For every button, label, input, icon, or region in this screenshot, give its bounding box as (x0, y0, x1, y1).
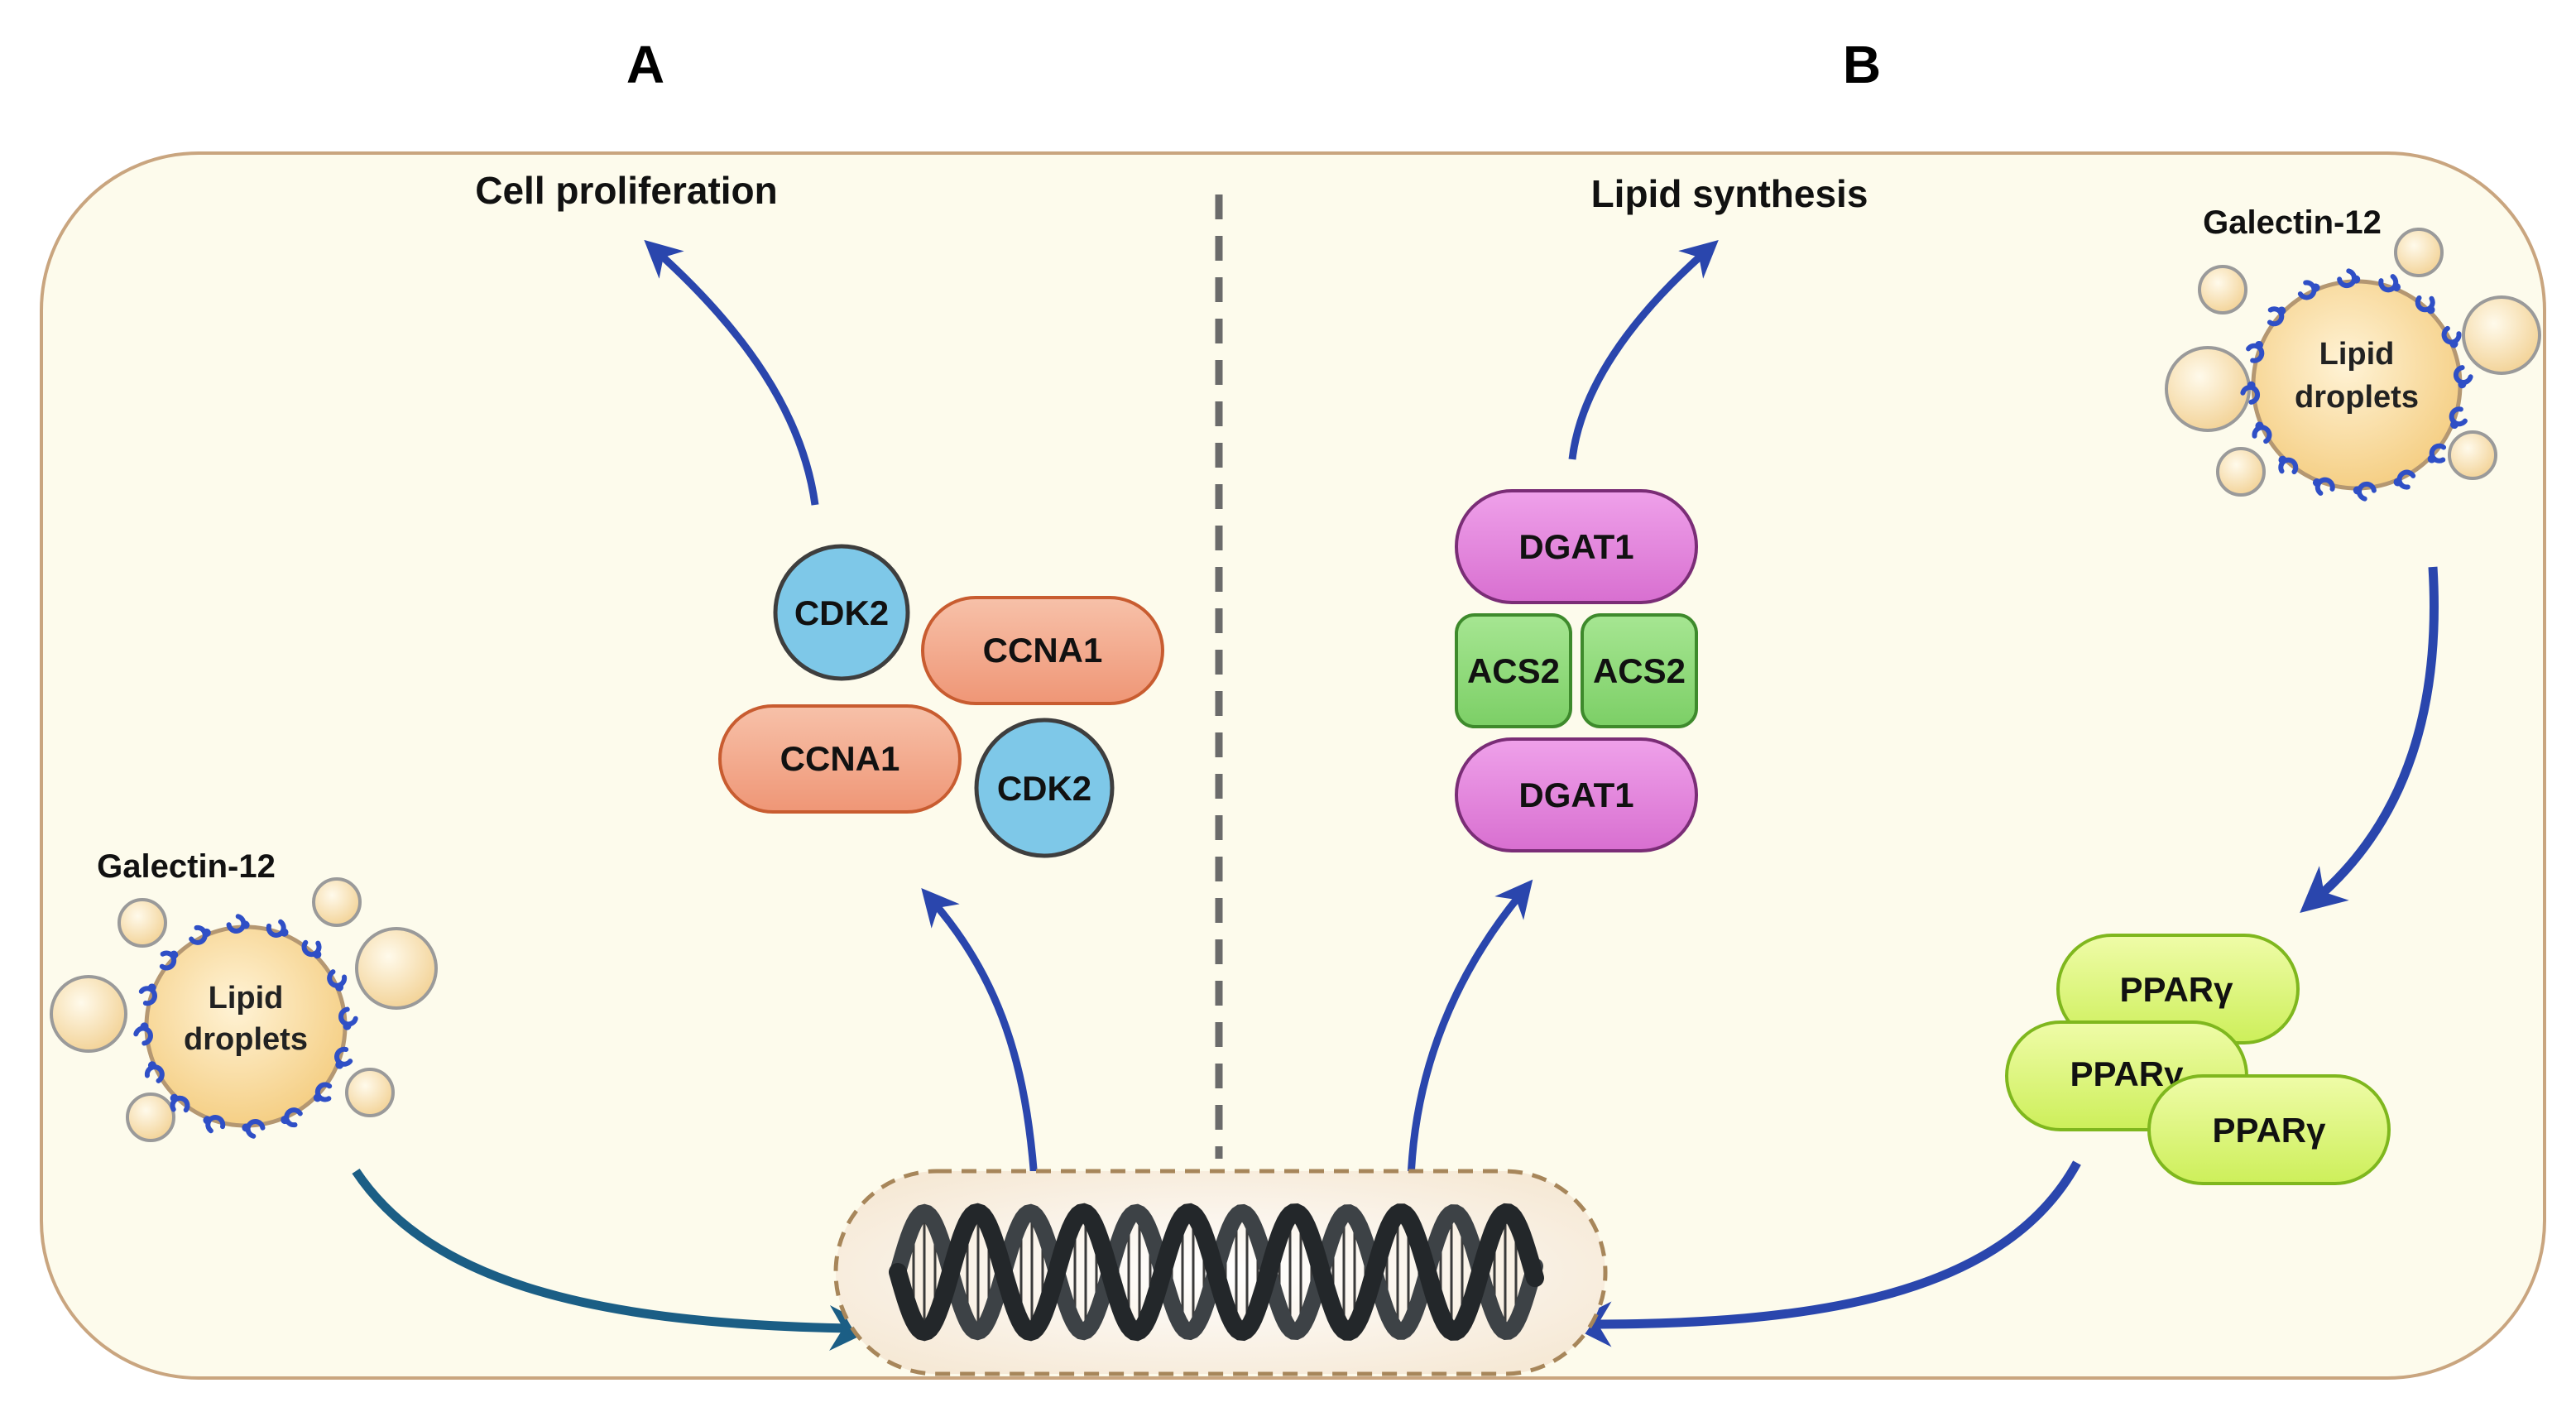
ccna1-protein-top: CCNA1 (921, 596, 1164, 705)
arrow-dna-to-dgat (1407, 879, 1533, 1180)
cdk2-label-bottom: CDK2 (997, 769, 1091, 808)
cdk2-protein-bottom: CDK2 (974, 718, 1115, 858)
dgat1-protein-top: DGAT1 (1455, 489, 1698, 604)
galectin-label-right: Galectin-12 (2203, 204, 2382, 241)
cdk2-label-top: CDK2 (794, 593, 889, 632)
lipid-droplets-label-right-line2: droplets (2295, 380, 2419, 415)
lipid-droplet-cluster-left (50, 877, 438, 1142)
dgat1-label-bottom: DGAT1 (1518, 776, 1633, 814)
arrow-droplets-to-dna (352, 1168, 875, 1352)
dgat1-protein-bottom: DGAT1 (1455, 737, 1698, 852)
dna-helix-icon (889, 1203, 1544, 1342)
ccna1-label-top: CCNA1 (983, 631, 1103, 670)
acs2-protein-right: ACS2 (1581, 613, 1698, 728)
acs2-protein-left: ACS2 (1455, 613, 1572, 728)
ppar-label-top: PPARγ (2120, 970, 2234, 1009)
arrow-droplets-to-ppar (2300, 566, 2439, 913)
process-cell-proliferation: Cell proliferation (475, 169, 777, 212)
arrow-dgat-to-lipid-synthesis (1568, 240, 1719, 460)
arrow-dna-to-cdk (921, 887, 1039, 1180)
ppar-protein-top: PPARγ (2056, 934, 2300, 1044)
process-lipid-synthesis: Lipid synthesis (1591, 172, 1868, 215)
lipid-droplet-cluster-right (2165, 228, 2541, 500)
cdk2-protein-top: CDK2 (773, 544, 910, 681)
panel-letter-a: A (626, 35, 664, 94)
ccna1-label-bottom: CCNA1 (780, 739, 900, 778)
lipid-droplets-label-left-line2: droplets (184, 1022, 308, 1057)
ppar-label-bottom: PPARγ (2213, 1111, 2327, 1150)
acs2-label-left: ACS2 (1467, 651, 1560, 690)
acs2-label-right: ACS2 (1593, 651, 1686, 690)
cell-boundary (40, 151, 2546, 1380)
lipid-droplets-label-right-line1: Lipid (2319, 337, 2395, 372)
ppar-label-middle: PPARγ (2070, 1054, 2185, 1093)
lipid-droplets-label-left-line1: Lipid (209, 981, 284, 1016)
dgat1-label-top: DGAT1 (1518, 527, 1633, 566)
arrow-ppar-to-dna (1566, 1160, 2081, 1347)
ccna1-protein-bottom: CCNA1 (718, 704, 962, 814)
arrow-cdk-to-proliferation (644, 239, 819, 506)
ppar-protein-bottom: PPARγ (2147, 1074, 2391, 1185)
panel-letter-b: B (1843, 35, 1881, 94)
galectin-label-left: Galectin-12 (97, 848, 276, 885)
